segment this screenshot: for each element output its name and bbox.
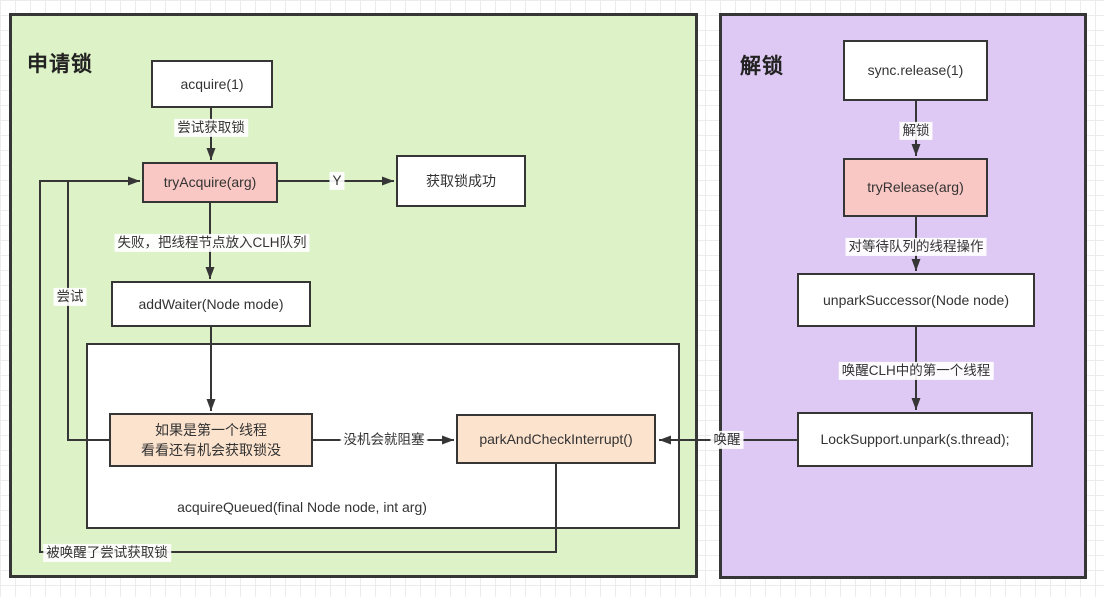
edge-label-woken-retry: 被唤醒了尝试获取锁	[43, 543, 171, 563]
node-try-acquire[interactable]: tryAcquire(arg)	[142, 162, 278, 203]
edge-label-attempt-acquire: 尝试获取锁	[174, 118, 248, 138]
first-thread-check-line1: 如果是第一个线程	[155, 421, 267, 438]
node-park-and-check-interrupt[interactable]: parkAndCheckInterrupt()	[456, 414, 656, 464]
node-acquire[interactable]: acquire(1)	[151, 60, 273, 108]
edge-label-wake-first-clh: 唤醒CLH中的第一个线程	[838, 361, 994, 381]
edge-label-yes: Y	[329, 171, 345, 191]
node-first-thread-check[interactable]: 如果是第一个线程 看看还有机会获取锁没	[109, 413, 313, 467]
edge-label-no-chance-block: 没机会就阻塞	[340, 430, 428, 450]
edge-label-attempt: 尝试	[53, 287, 87, 307]
first-thread-check-line2: 看看还有机会获取锁没	[141, 442, 281, 458]
node-sync-release[interactable]: sync.release(1)	[843, 40, 988, 101]
acquire-queued-label: acquireQueued(final Node node, int arg)	[177, 499, 427, 515]
edge-label-wake: 唤醒	[710, 430, 744, 450]
node-acquire-success[interactable]: 获取锁成功	[396, 155, 526, 207]
panel-title-unlock: 解锁	[740, 55, 784, 78]
edge-label-operate-waiting: 对等待队列的线程操作	[845, 237, 987, 257]
node-unpark-successor[interactable]: unparkSuccessor(Node node)	[797, 273, 1035, 327]
edge-label-fail-enqueue: 失败，把线程节点放入CLH队列	[114, 233, 310, 253]
node-try-release[interactable]: tryRelease(arg)	[843, 158, 988, 217]
node-lock-support-unpark[interactable]: LockSupport.unpark(s.thread);	[797, 412, 1033, 467]
panel-title-apply-lock: 申请锁	[27, 53, 93, 76]
edge-label-unlock: 解锁	[899, 121, 933, 141]
node-add-waiter[interactable]: addWaiter(Node mode)	[111, 281, 311, 327]
